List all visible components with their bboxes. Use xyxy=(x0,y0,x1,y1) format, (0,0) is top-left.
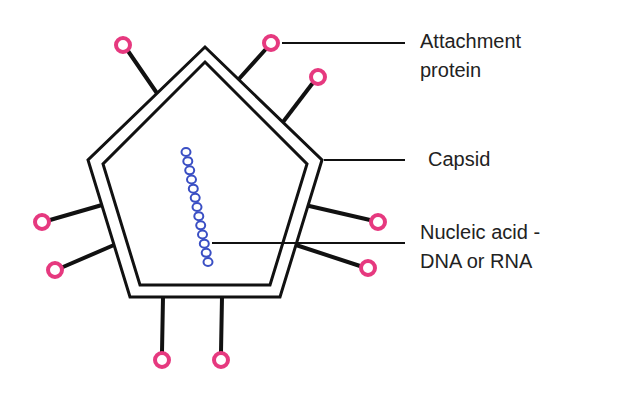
helix-loop xyxy=(182,148,191,156)
helix-loop xyxy=(198,231,207,239)
helix-loop xyxy=(200,240,209,248)
helix-loop xyxy=(196,221,205,229)
helix-loop xyxy=(183,157,192,165)
nucleic-acid-helix xyxy=(182,148,213,266)
helix-loop xyxy=(204,258,213,266)
helix-loop xyxy=(187,176,196,184)
helix-loop xyxy=(194,212,203,220)
capsid-outer xyxy=(88,47,322,297)
helix-loop xyxy=(191,194,200,202)
helix-loop xyxy=(193,203,202,211)
leader-lines xyxy=(212,43,405,243)
attachment-stalks xyxy=(50,50,370,352)
part-label: Nucleic acid - DNA or RNA xyxy=(420,218,580,276)
part-label: Attachment protein xyxy=(420,27,580,85)
capsid-inner xyxy=(103,62,307,285)
attachment-proteins xyxy=(35,36,385,367)
part-label: Capsid xyxy=(428,145,588,174)
helix-loop xyxy=(189,185,198,193)
helix-loop xyxy=(185,166,194,174)
helix-loop xyxy=(202,249,211,257)
